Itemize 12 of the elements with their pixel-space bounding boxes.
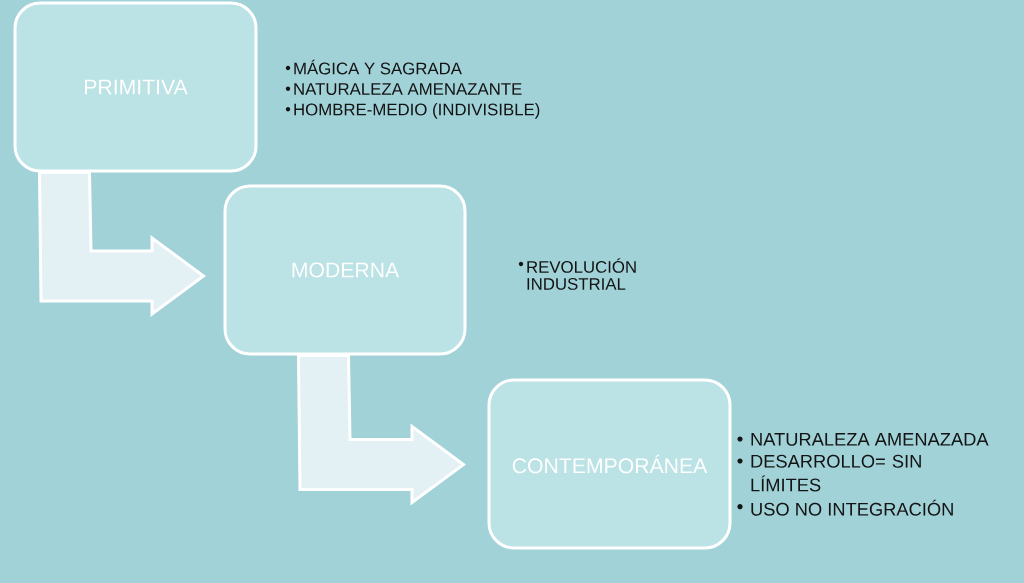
bullet-text: REVOLUCIÓN INDUSTRIAL (527, 258, 636, 290)
stage-box: MODERNA (223, 184, 467, 356)
stage-box: PRIMITIVA (13, 1, 258, 173)
block-arrow (38, 171, 207, 317)
bullet-text: USO NO INTEGRACIÓN (751, 499, 953, 516)
bullet-text: DESARROLLO= SIN LÍMITES (751, 454, 921, 492)
bullet-text: NATURALEZA AMENAZANTE (294, 83, 522, 95)
stage-box: CONTEMPORÁNEA (487, 378, 732, 550)
bullet-text: MÁGICA Y SAGRADA (294, 59, 462, 75)
block-arrow (297, 354, 467, 506)
bullet-text: NATURALEZA AMENAZADA (751, 433, 989, 446)
bullet-text: HOMBRE-MEDIO (INDIVISIBLE) (294, 103, 540, 119)
